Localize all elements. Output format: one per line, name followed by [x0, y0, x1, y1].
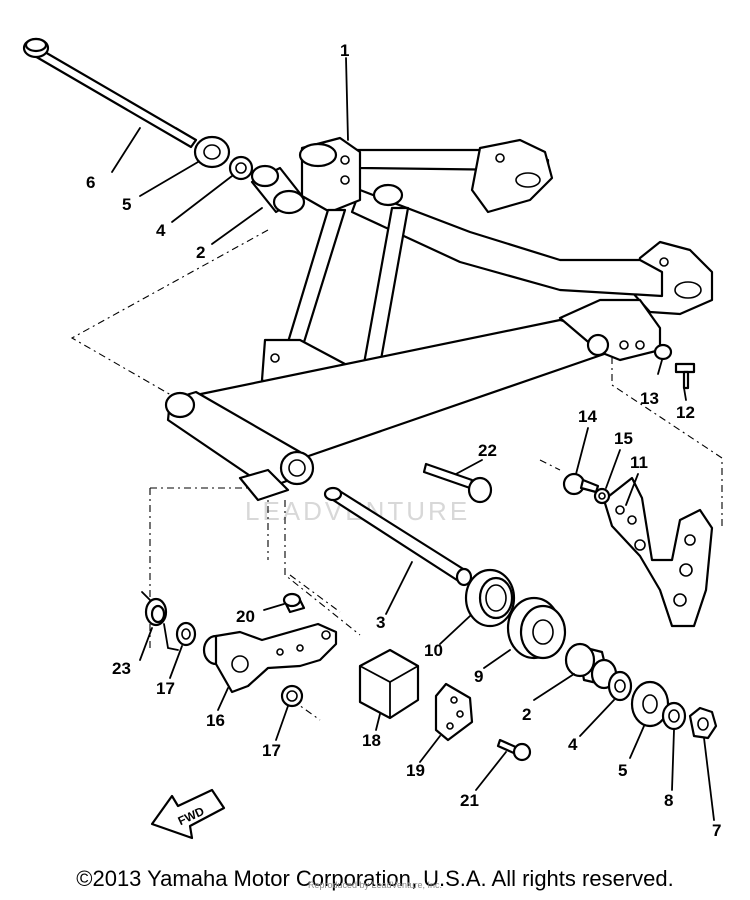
parts-diagram: LEADVENTURE: [22, 37, 723, 840]
callout-17: 17: [262, 741, 281, 760]
nut-13: [653, 343, 673, 361]
callout-19: 19: [406, 761, 425, 780]
callout-21: 21: [460, 791, 479, 810]
bearing-left: [193, 135, 231, 169]
callout-17: 17: [156, 679, 175, 698]
callout-3: 3: [376, 613, 385, 632]
callout-9: 9: [474, 667, 483, 686]
collar-17-upper: [175, 621, 197, 647]
callout-16: 16: [206, 711, 225, 730]
bolt-22: [422, 462, 493, 504]
callout-20: 20: [236, 607, 255, 626]
callout-10: 10: [424, 641, 443, 660]
damper-block: [358, 648, 420, 720]
callout-14: 14: [578, 407, 597, 426]
callout-4: 4: [568, 735, 578, 754]
callout-5: 5: [618, 761, 627, 780]
callout-23: 23: [112, 659, 131, 678]
callout-4: 4: [156, 221, 166, 240]
callout-15: 15: [614, 429, 633, 448]
fwd-arrow-icon: FWD: [150, 788, 226, 840]
roller-9: [506, 596, 567, 660]
spring-23: [141, 591, 179, 651]
callout-2: 2: [522, 705, 531, 724]
washer-left: [228, 155, 254, 181]
bracket-19: [434, 682, 474, 742]
screw-21: [496, 738, 532, 762]
pivot-shaft: [22, 37, 198, 149]
callout-18: 18: [362, 731, 381, 750]
callout-11: 11: [630, 453, 648, 472]
callout-labels: 1 2 2 3 4 4 5 5 6 7 8 9 10 11 12 13 14 1…: [86, 41, 721, 840]
callout-7: 7: [712, 821, 721, 840]
washer-15: [593, 487, 611, 505]
callout-13: 13: [640, 389, 659, 408]
callout-1: 1: [340, 41, 349, 60]
swingarm-frame: [164, 57, 714, 502]
chain-guide: [602, 473, 714, 628]
bolt-12: [674, 362, 696, 390]
bolt-14: [562, 472, 600, 496]
callout-12: 12: [676, 403, 695, 422]
tensioner-arm: [202, 622, 338, 694]
callout-5: 5: [122, 195, 131, 214]
callout-leaders: [111, 127, 715, 821]
seal-10: [464, 568, 516, 628]
copyright-notice: ©2013 Yamaha Motor Corporation, U.S.A. A…: [76, 866, 674, 891]
washer-8: [661, 701, 687, 731]
reproduction-credit: Reproduced by LeadVenture, Inc.: [307, 880, 443, 890]
bushing-left: [250, 164, 306, 215]
roller-shaft: [323, 486, 473, 587]
nut-7: [688, 706, 718, 740]
callout-2: 2: [196, 243, 205, 262]
callout-6: 6: [86, 173, 95, 192]
callout-22: 22: [478, 441, 497, 460]
bushing-20: [282, 592, 306, 614]
washer-right: [607, 670, 633, 702]
callout-8: 8: [664, 791, 673, 810]
collar-17-lower: [280, 684, 304, 708]
